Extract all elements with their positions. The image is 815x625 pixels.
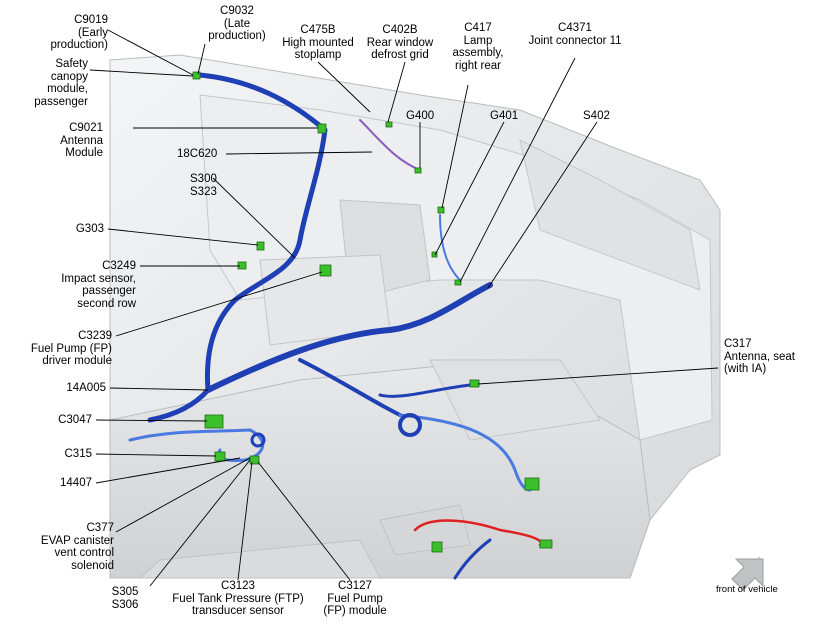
callout-c3123: C3123 Fuel Tank Pressure (FTP) transduce… (172, 580, 304, 617)
callout-c9019: C9019 (Early production) (50, 14, 108, 51)
front-of-vehicle-label: front of vehicle (716, 584, 778, 595)
callout-g400: G400 (406, 110, 435, 122)
callout-c3047: C3047 (58, 414, 92, 426)
callout-g401: G401 (490, 110, 519, 122)
front-of-vehicle-arrow (731, 556, 764, 591)
callout-14a005: 14A005 (66, 382, 106, 394)
callout-18c620: 18C620 (177, 148, 218, 160)
connectors (192, 71, 553, 553)
vehicle-body (109, 54, 721, 579)
callout-c3249: C3249 Impact sensor, passenger second ro… (61, 260, 136, 310)
callout-safety-canopy-module: Safety canopy module, passenger (34, 58, 88, 108)
callout-s402: S402 (583, 110, 610, 122)
callout-s305-s306: S305 S306 (111, 586, 139, 611)
callout-c9032: C9032 (Late production) (208, 5, 266, 42)
callout-c9021: C9021 Antenna Module (60, 122, 103, 159)
callout-14407: 14407 (60, 477, 92, 489)
callout-c3239: C3239 Fuel Pump (FP) driver module (30, 330, 112, 367)
callout-c417: C417 Lamp assembly, right rear (452, 22, 504, 72)
callout-c315: C315 (64, 448, 93, 460)
callout-c3127: C3127 Fuel Pump (FP) module (323, 580, 387, 617)
callout-c475b: C475B High mounted stoplamp (282, 24, 354, 61)
callout-c4371: C4371 Joint connector 11 (528, 22, 622, 47)
callout-c377: C377 EVAP canister vent control solenoid (40, 522, 114, 572)
callout-c402b: C402B Rear window defrost grid (366, 24, 434, 61)
callout-c317: C317 Antenna, seat (with IA) (724, 338, 795, 375)
callout-s300-s323: S300 S323 (190, 173, 217, 198)
leader-lines (89, 29, 719, 587)
callout-g303: G303 (75, 223, 104, 235)
